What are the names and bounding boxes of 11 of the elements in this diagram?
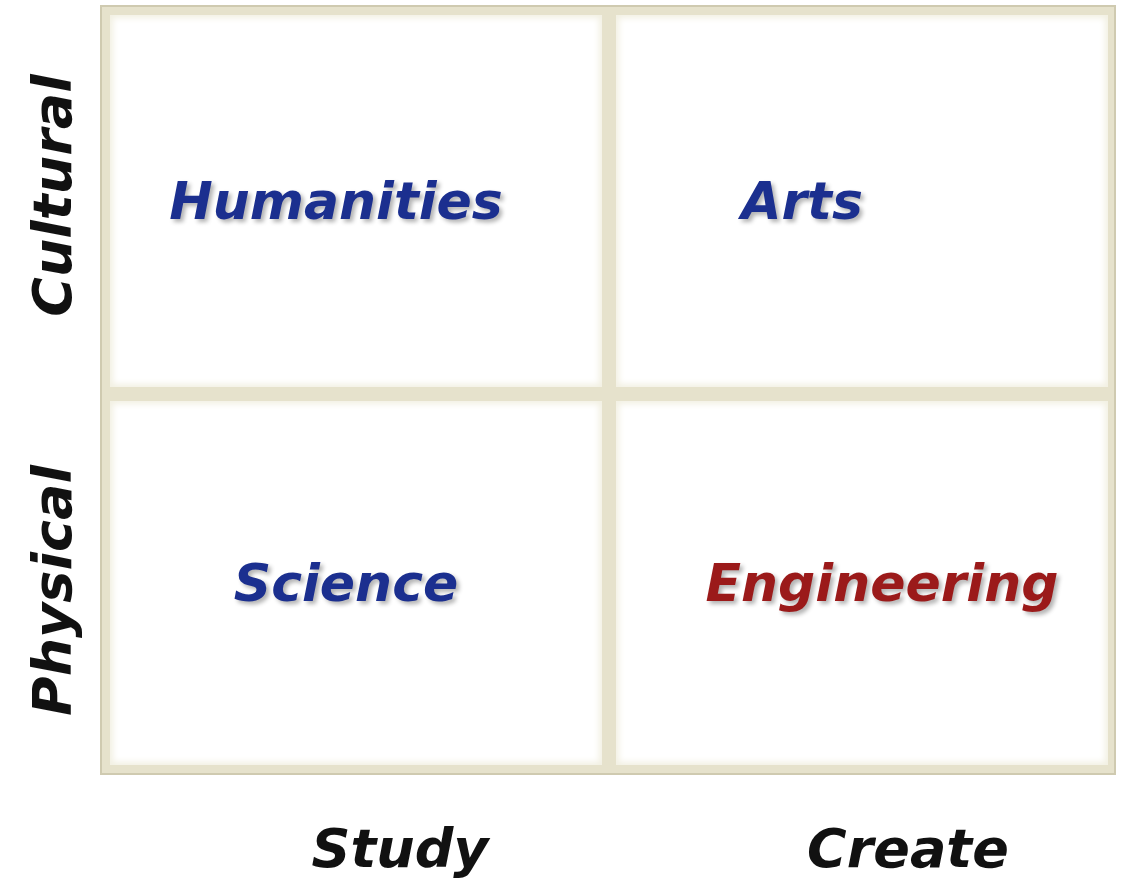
quadrant-label: Science xyxy=(233,553,459,613)
quadrant-box xyxy=(616,15,1108,387)
axis-label: Cultural xyxy=(20,73,84,317)
quadrant-label: Humanities xyxy=(169,171,503,231)
quadrant-box xyxy=(110,15,602,387)
axis-label: Create xyxy=(807,816,1009,880)
axis-label: Study xyxy=(311,816,489,880)
quadrant-box xyxy=(616,401,1108,765)
axis-label: Physical xyxy=(20,464,84,716)
quadrant-label: Engineering xyxy=(705,553,1059,613)
quadrant-box xyxy=(110,401,602,765)
